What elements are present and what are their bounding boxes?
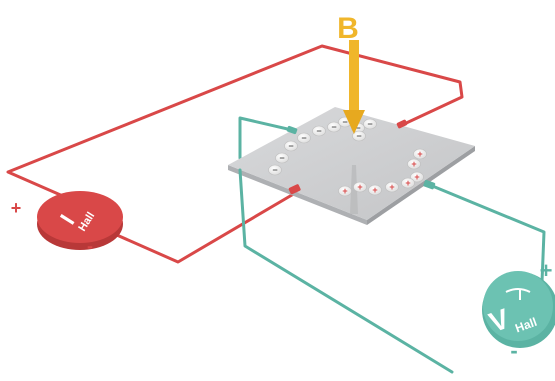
svg-text:+: + [342,186,347,196]
svg-text:+: + [405,178,410,188]
svg-text:+: + [389,182,394,192]
svg-text:−: − [331,122,336,132]
positive-charge: + [413,148,427,160]
contact-voltage-top [286,125,298,135]
svg-text:−: − [355,123,360,133]
magnetic-field-arrow: B [337,12,365,134]
current-source: I Hall + - [11,191,123,256]
contact-current-right [396,119,408,129]
svg-text:−: − [288,141,293,151]
positive-charge: + [410,171,424,183]
plate-side-right [367,146,475,225]
voltmeter-needle-arc [505,288,531,293]
positive-charge: + [338,185,352,197]
conductor-plate [228,107,475,225]
positive-charge: + [385,181,399,193]
field-arrow-shaft [349,40,359,114]
svg-text:+: + [417,149,422,159]
positive-charge: + [401,177,415,189]
negative-charge: − [327,121,341,133]
voltmeter-minus: - [510,338,517,363]
svg-text:−: − [356,131,361,141]
positive-charge: + [407,158,421,170]
svg-text:−: − [272,165,277,175]
svg-text:+: + [414,172,419,182]
svg-text:+: + [411,159,416,169]
contact-voltage-bottom [423,179,436,190]
plate-top [228,107,475,220]
contact-current-left [288,184,301,195]
voltmeter-face [483,271,553,341]
negative-charge: − [352,130,366,142]
current-source-plus: + [11,198,22,218]
negative-charge: − [284,140,298,152]
voltage-wire-right [428,183,546,284]
svg-text:+: + [372,185,377,195]
svg-text:−: − [342,117,347,127]
svg-text:+: + [357,182,362,192]
current-circuit [6,44,464,264]
voltage-wire-left [238,168,454,374]
plate-side [228,165,367,225]
negative-charge: − [275,152,289,164]
voltage-circuit-front [238,168,546,374]
voltage-circuit-back [238,116,294,160]
negative-charge: − [297,132,311,144]
voltmeter-plus: + [540,258,553,283]
negative-charge: − [363,118,377,130]
current-wire-bottom [108,190,299,264]
negative-charge: − [268,164,282,176]
voltage-wire-top [238,116,294,160]
negative-charge: − [312,125,326,137]
current-source-minus: - [87,236,93,256]
positive-charge: + [368,184,382,196]
positive-charge: + [353,181,367,193]
svg-text:−: − [367,119,372,129]
current-wire-top [6,44,464,202]
svg-text:−: − [301,133,306,143]
field-arrow-head [343,110,365,134]
svg-text:−: − [316,126,321,136]
current-source-top [37,191,123,243]
voltmeter: V Hall + - [482,258,555,363]
svg-text:−: − [279,153,284,163]
field-label: B [337,12,359,45]
